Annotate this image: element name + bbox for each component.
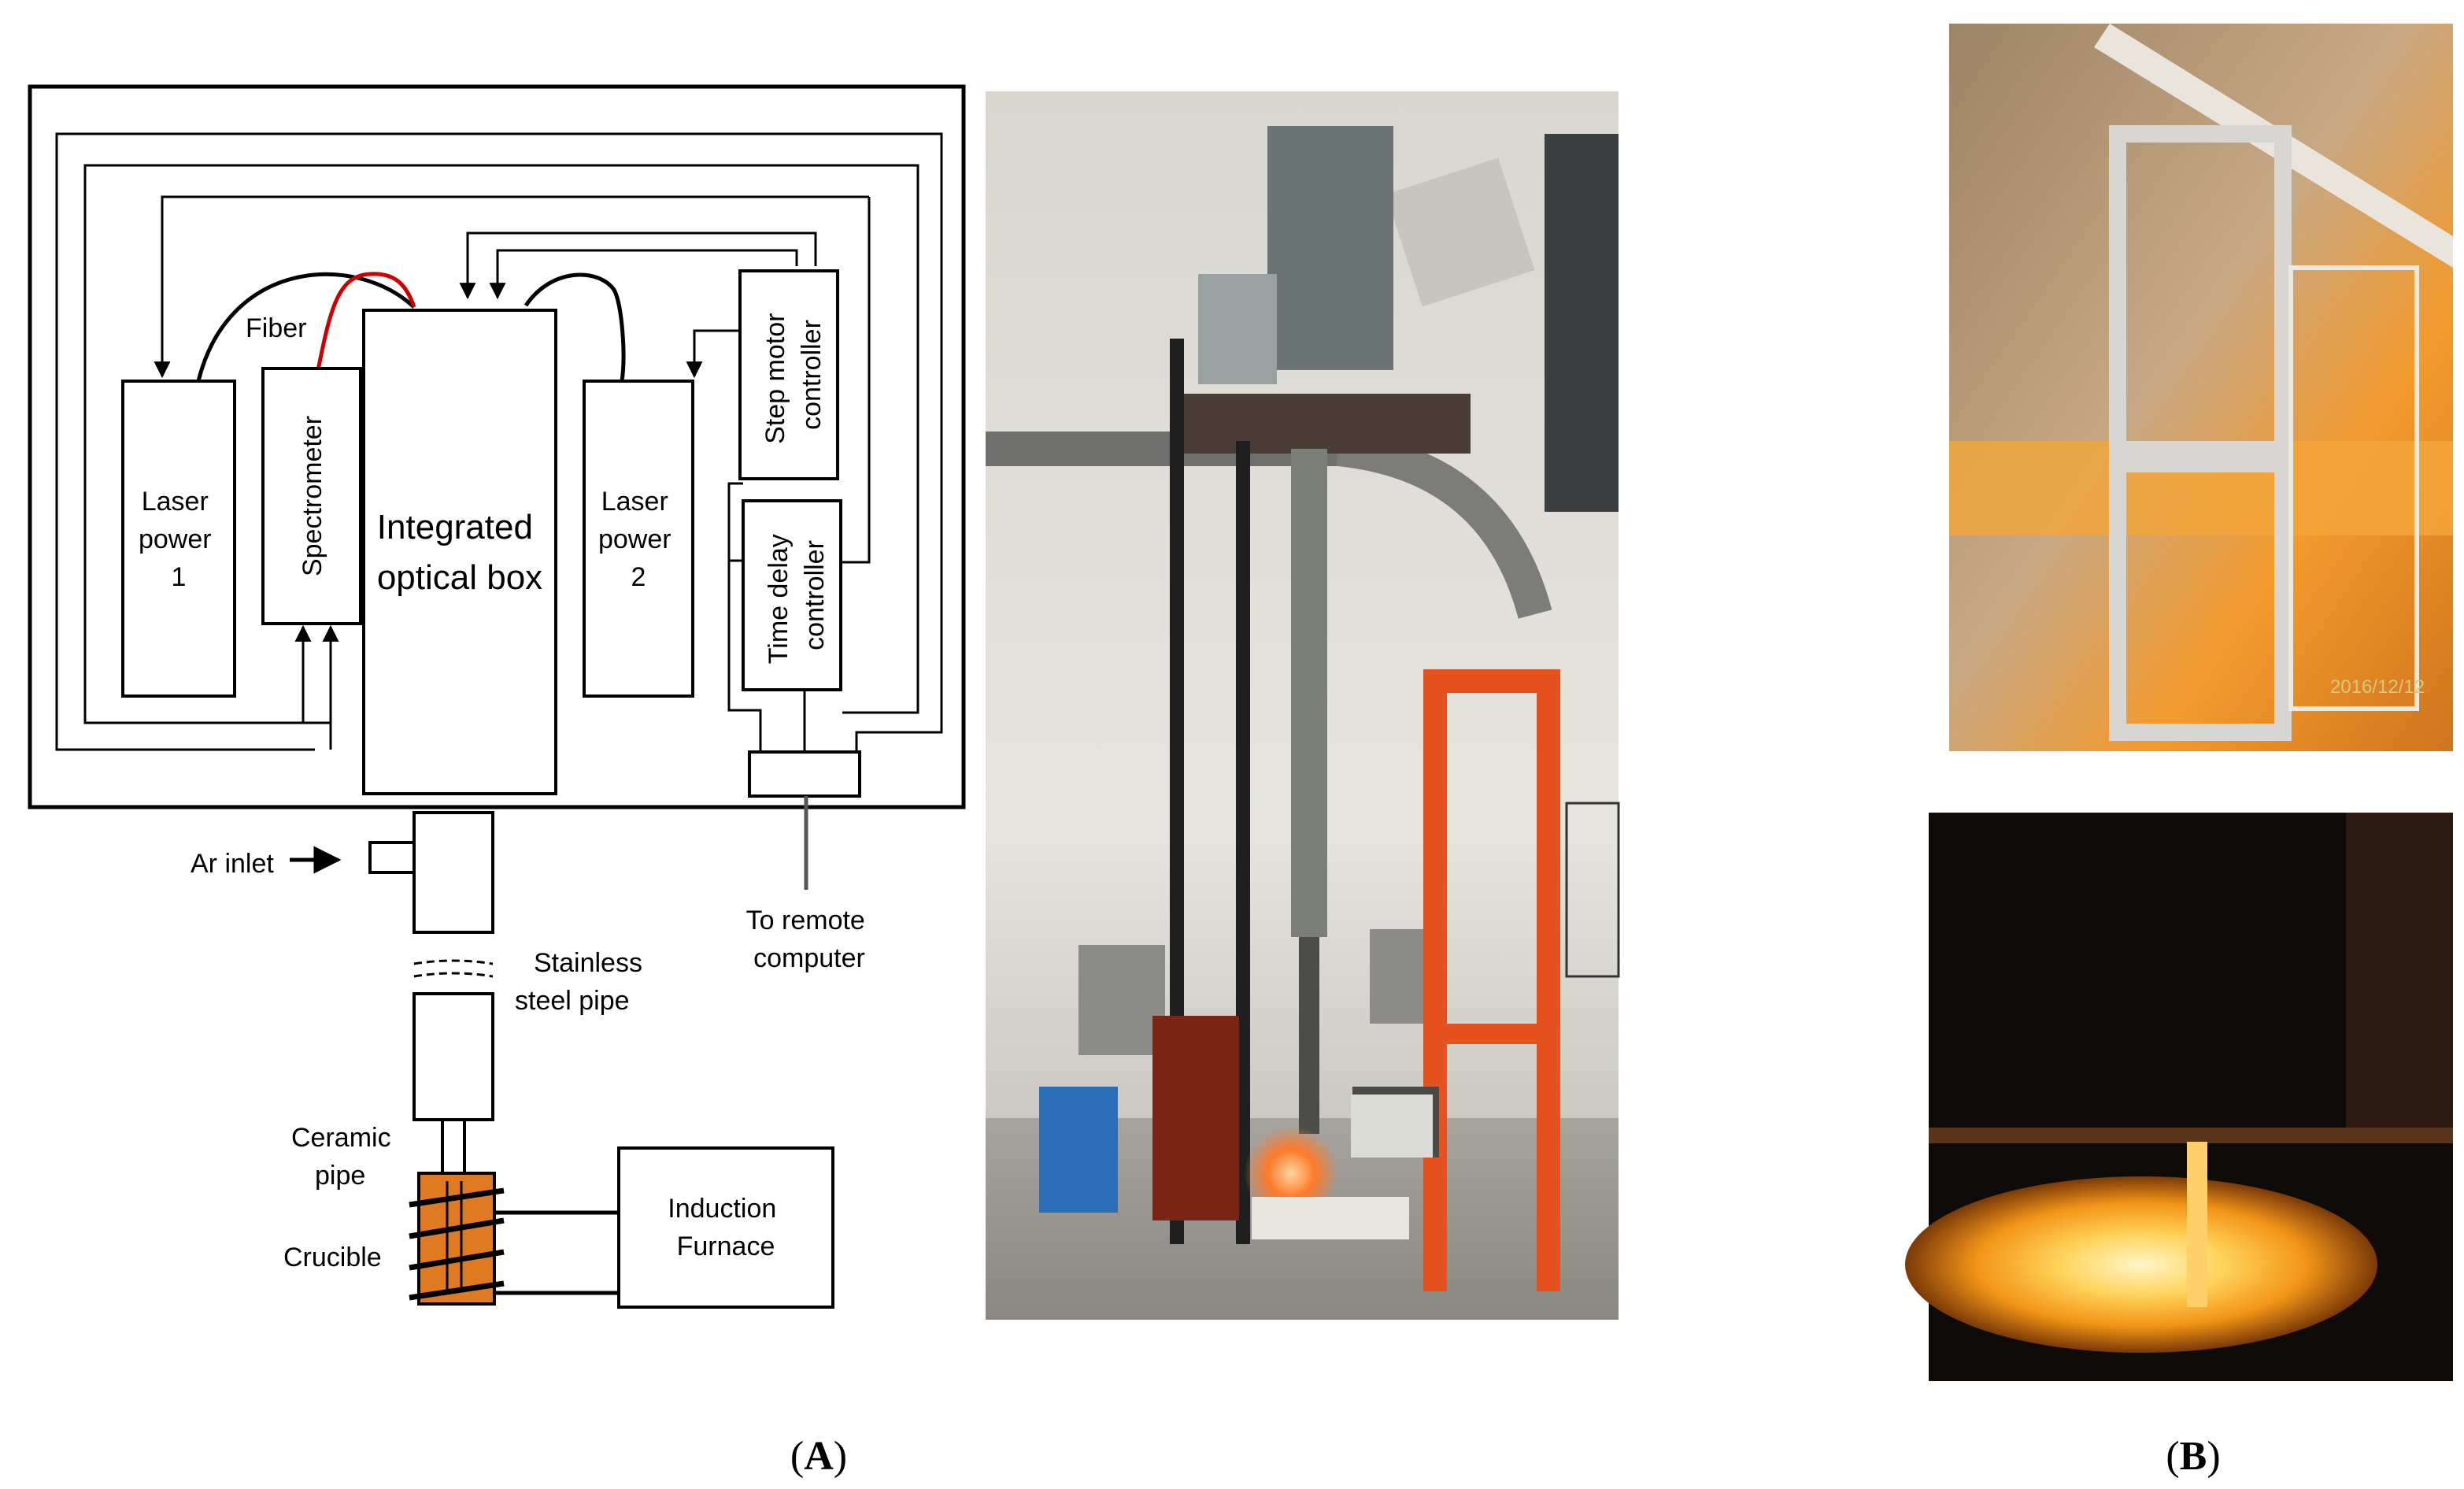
plant-apparatus-cross <box>2118 441 2291 472</box>
wire-timedelay-bottom <box>727 561 762 752</box>
plant-top-background <box>1949 24 2453 751</box>
left-lift-mast-2 <box>1236 441 1250 1244</box>
crucible-label: Crucible <box>283 1243 382 1272</box>
plant-roof-beam <box>2094 24 2453 268</box>
stainless-pipe-label: Stainless steel pipe <box>515 948 649 1016</box>
lab-wall-pillar <box>1386 157 1535 307</box>
furnace-base-plate <box>1252 1197 1409 1239</box>
orange-lifter-mid <box>1423 1024 1560 1044</box>
connector-box <box>748 750 861 798</box>
blue-stool <box>1039 1087 1118 1213</box>
orange-lifter-left <box>1423 669 1447 1291</box>
wire-laser1-top <box>154 195 869 379</box>
spectrometer-box <box>261 367 362 625</box>
wire-box-top-1 <box>459 231 817 300</box>
laser-power-2-label: Laser power 2 <box>598 487 679 592</box>
optical-box-housing <box>1267 126 1393 370</box>
wire-loop-1 <box>55 132 943 752</box>
lab-radiator-right <box>1370 929 1433 1024</box>
plant-photo-top: 2016/12/12 <box>1949 24 2453 751</box>
plant-photo-date: 2016/12/12 <box>2330 676 2425 698</box>
ar-inlet-port <box>368 841 416 874</box>
molten-stream <box>2187 1142 2207 1307</box>
laser-power-1-box <box>121 380 236 698</box>
plant-mesh-panel <box>2288 265 2419 711</box>
wire-box-top-2 <box>489 249 798 300</box>
wire-mesh <box>1565 802 1620 978</box>
fiber-cable-laser1 <box>196 272 416 382</box>
probe-pipe <box>1291 449 1327 937</box>
laser-power-2-box <box>583 380 694 698</box>
stainless-steel-pipe <box>413 992 494 1121</box>
time-delay-label: Time delay controller <box>764 527 830 664</box>
step-motor-label: Step motor controller <box>760 306 827 444</box>
lab-radiator-left <box>1078 945 1165 1055</box>
probe-tip <box>1299 937 1319 1134</box>
optical-box-label: Integrated optical box <box>377 508 542 597</box>
lab-duct-curve <box>1336 432 1552 619</box>
caption-a: (A) <box>790 1434 847 1479</box>
schematic-diagram: Laser power 1 Spectrometer Integrated op… <box>28 84 966 1309</box>
control-box <box>1198 274 1277 384</box>
wire-timedelay-right <box>841 197 871 564</box>
induction-furnace-box <box>617 1146 834 1309</box>
ceramic-pipe-label: Ceramic pipe <box>291 1123 398 1191</box>
ar-inlet-label: Ar inlet <box>191 849 274 879</box>
wire-timedelay-left <box>727 482 743 562</box>
pipe-break-marks <box>413 959 494 978</box>
lab-wall-window <box>1545 134 1619 512</box>
induction-coil <box>409 1187 505 1301</box>
caption-b: (B) <box>2166 1434 2220 1479</box>
orange-lifter-top <box>1423 669 1560 693</box>
probe-head <box>413 811 494 934</box>
plant-apparatus-frame <box>2109 125 2292 741</box>
step-motor-controller-box <box>738 269 839 480</box>
time-delay-controller-box <box>742 499 842 691</box>
induction-furnace-label: Induction Furnace <box>668 1194 783 1261</box>
lift-platform <box>1171 394 1471 454</box>
fiber-label: Fiber <box>246 313 306 343</box>
molten-photo-structure <box>2346 813 2453 1143</box>
molten-pool <box>1905 1176 2377 1353</box>
orange-lifter-right <box>1537 669 1560 1291</box>
fiber-cable-laser2 <box>524 272 626 382</box>
molten-steel-photo <box>1905 813 2453 1381</box>
lab-apparatus-photo <box>986 91 1620 1320</box>
integrated-optical-box <box>362 309 557 795</box>
molten-photo-ledge <box>1929 1128 2453 1143</box>
fiber-cable-red <box>316 272 416 371</box>
wire-loop-2 <box>83 164 919 724</box>
laser-power-1-label: Laser power 1 <box>139 487 219 592</box>
remote-computer-label: To remote computer <box>746 906 873 973</box>
red-panel <box>1152 1016 1239 1220</box>
spectrometer-label: Spectrometer <box>298 416 327 576</box>
white-instrument <box>1351 1095 1433 1157</box>
